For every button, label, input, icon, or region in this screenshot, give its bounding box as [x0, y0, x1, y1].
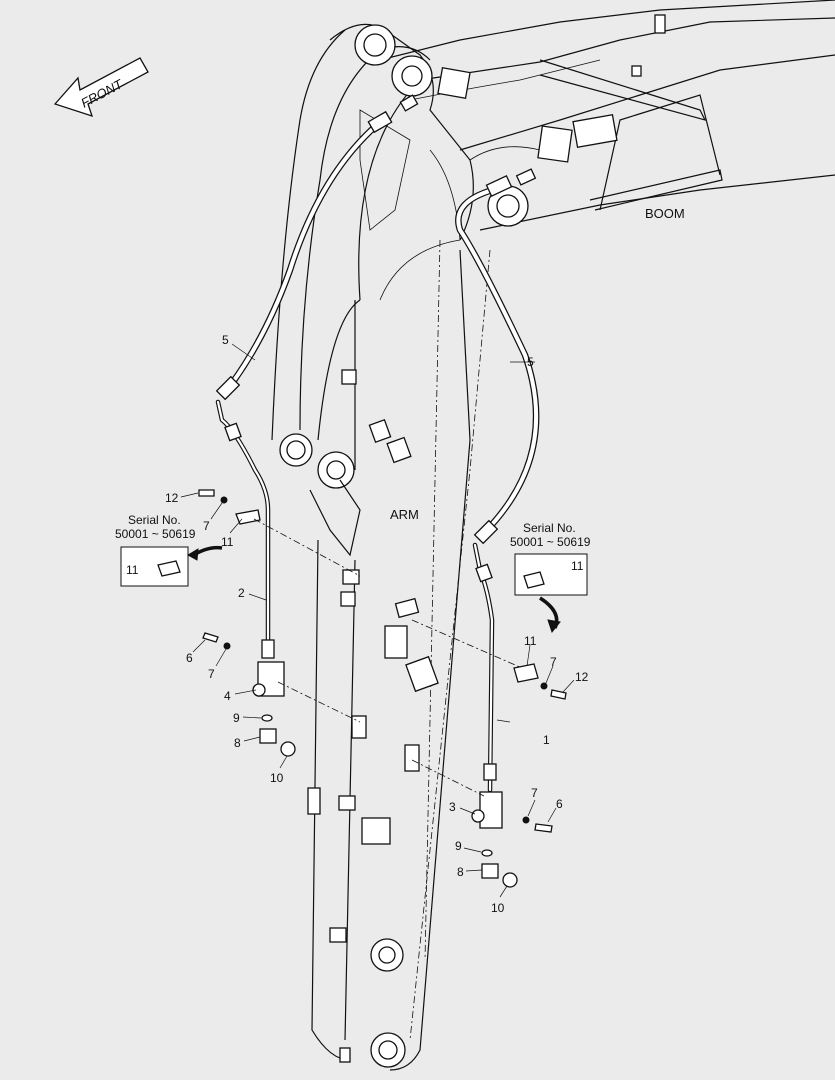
pipes: [215, 399, 497, 793]
callout-7-left-top: 7: [203, 519, 210, 533]
serial-right-title: Serial No.: [523, 521, 576, 535]
arm: ARM: [271, 23, 491, 1071]
callout-7-left: 7: [208, 667, 215, 681]
serial-left-part: 11: [126, 563, 139, 577]
callout-11-right: 11: [524, 634, 537, 648]
serial-left-range: 50001 ~ 50619: [115, 527, 196, 541]
serial-right-range: 50001 ~ 50619: [510, 535, 591, 549]
callouts: 5 5 12 7 11 2 6 7 4 9 8 10 11 7 12 1 7: [165, 333, 589, 915]
callout-11-left: 11: [221, 535, 234, 549]
callout-10-left: 10: [270, 771, 284, 785]
callout-5-right: 5: [527, 355, 534, 369]
front-arrow: FRONT: [53, 57, 149, 118]
callout-12-right: 12: [575, 670, 589, 684]
hoses: [215, 94, 540, 545]
serial-left-title: Serial No.: [128, 513, 181, 527]
callout-6-right: 6: [556, 797, 563, 811]
callout-8-left: 8: [234, 736, 241, 750]
callout-9-right: 9: [455, 839, 462, 853]
boom: BOOM: [379, 0, 835, 231]
callout-7-right-top: 7: [550, 655, 557, 669]
callout-2: 2: [238, 586, 245, 600]
callout-5-left: 5: [222, 333, 229, 347]
right-fittings: [411, 619, 567, 888]
serial-box-right: Serial No. 50001 ~ 50619 11: [510, 521, 591, 634]
callout-10-right: 10: [491, 901, 505, 915]
callout-8-right: 8: [457, 865, 464, 879]
callout-7-right: 7: [531, 786, 538, 800]
arm-label: ARM: [390, 507, 419, 522]
callout-1: 1: [543, 733, 550, 747]
callout-12-left: 12: [165, 491, 179, 505]
left-fittings: [198, 489, 361, 757]
callout-6-left: 6: [186, 651, 193, 665]
boom-label: BOOM: [645, 206, 685, 221]
serial-right-part: 11: [571, 559, 584, 573]
serial-box-left: Serial No. 50001 ~ 50619 11: [115, 513, 223, 587]
callout-3: 3: [449, 800, 456, 814]
callout-4: 4: [224, 689, 231, 703]
callout-9-left: 9: [233, 711, 240, 725]
